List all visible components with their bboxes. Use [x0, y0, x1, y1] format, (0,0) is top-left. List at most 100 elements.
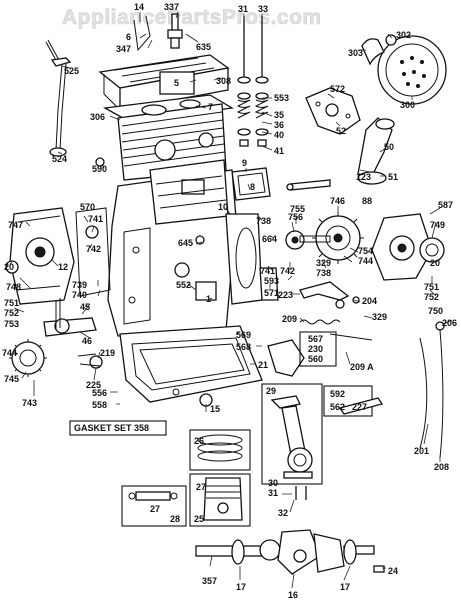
callout-755: 755	[290, 204, 305, 214]
dipstick-tube	[45, 39, 72, 157]
callout-329-bottom: 329	[372, 312, 387, 322]
callout-20-right: 20	[430, 258, 440, 268]
callout-742-left: 742	[86, 244, 101, 254]
callout-751-left: 751	[4, 298, 19, 308]
callout-562: 562	[330, 402, 345, 412]
cylinder-block	[107, 159, 263, 337]
connecting-rod	[270, 395, 313, 479]
callout-302: 302	[396, 30, 411, 40]
callout-571: 571	[264, 288, 279, 298]
piston	[203, 477, 243, 521]
gasket-set-label: GASKET SET 358	[74, 423, 149, 433]
callout-738-bottom: 738	[316, 268, 331, 278]
callout-28: 28	[170, 514, 180, 524]
callout-27-pin: 27	[150, 504, 160, 514]
kit-box-567	[299, 331, 337, 367]
callout-635: 635	[196, 42, 211, 52]
cam-gear-assy	[9, 298, 97, 377]
callout-230: 230	[308, 344, 323, 354]
callout-749: 749	[430, 220, 445, 230]
gear-756	[285, 230, 331, 250]
side-cover	[5, 207, 75, 305]
throttle-cable	[419, 321, 445, 459]
callout-21: 21	[258, 360, 268, 370]
valve-springs	[236, 92, 269, 147]
wrist-pin	[128, 491, 178, 501]
callout-30: 30	[268, 478, 278, 488]
callout-558: 558	[92, 400, 107, 410]
callout-209a: 209 A	[350, 362, 374, 372]
watermark: AppliancePartsPros.com	[62, 6, 322, 29]
spring-209	[299, 319, 341, 325]
callout-744-left: 744	[2, 348, 17, 358]
callout-51: 51	[388, 172, 398, 182]
callout-572: 572	[330, 84, 345, 94]
callout-50: 50	[384, 142, 394, 152]
callout-27-piston: 27	[196, 482, 206, 492]
callout-204: 204	[362, 296, 377, 306]
callout-569: 569	[236, 330, 251, 340]
choke-link	[338, 397, 384, 415]
callout-306: 306	[90, 112, 105, 122]
intake-plate	[305, 87, 361, 135]
callout-10: 10	[218, 202, 228, 212]
callout-17-left: 17	[236, 582, 246, 592]
callout-8: 8	[250, 182, 255, 192]
callout-24: 24	[388, 566, 398, 576]
callout-748: 748	[6, 282, 21, 292]
callout-26: 26	[194, 436, 204, 446]
callout-738: 738	[256, 216, 271, 226]
piston-rings-box	[189, 429, 251, 471]
spark-plug	[167, 13, 183, 49]
callout-209: 209	[282, 314, 297, 324]
callout-347: 347	[116, 44, 131, 54]
callout-15: 15	[210, 404, 220, 414]
callout-40: 40	[274, 130, 284, 140]
leader-lines	[9, 11, 453, 589]
callout-5: 5	[174, 78, 179, 88]
callout-570: 570	[80, 202, 95, 212]
callout-752-left: 752	[4, 308, 19, 318]
callout-745: 745	[4, 374, 19, 384]
rod-bolts	[295, 486, 307, 500]
callout-752-right: 752	[424, 292, 439, 302]
callout-524: 524	[52, 154, 67, 164]
callout-52: 52	[336, 126, 346, 136]
callout-739: 739	[72, 280, 87, 290]
callout-227: 227	[352, 402, 367, 412]
crankshaft	[195, 529, 375, 575]
intake-elbow	[357, 117, 395, 185]
callout-88: 88	[362, 196, 372, 206]
callout-1: 1	[206, 294, 211, 304]
callout-208: 208	[434, 462, 449, 472]
callout-300: 300	[400, 100, 415, 110]
callout-741-mid: 741	[260, 266, 275, 276]
wrist-pin-box	[121, 485, 187, 527]
callout-41: 41	[274, 146, 284, 156]
crank-key	[373, 565, 385, 573]
callout-756: 756	[288, 212, 303, 222]
callout-219: 219	[100, 348, 115, 358]
governor-lever	[299, 281, 360, 309]
callout-552: 552	[176, 280, 191, 290]
callout-29: 29	[266, 386, 276, 396]
callout-308: 308	[216, 76, 231, 86]
callout-553: 553	[274, 93, 289, 103]
callout-664: 664	[262, 234, 277, 244]
pto-housing	[371, 213, 433, 281]
callout-740: 740	[72, 290, 87, 300]
callout-33: 33	[258, 4, 268, 14]
callout-645: 645	[178, 238, 193, 248]
callout-747: 747	[8, 220, 23, 230]
callout-201: 201	[414, 446, 429, 456]
callout-751-right: 751	[424, 282, 439, 292]
callout-568: 568	[236, 342, 251, 352]
callout-12: 12	[58, 262, 68, 272]
callout-25: 25	[194, 514, 204, 524]
callout-744-right: 744	[358, 256, 373, 266]
callout-17-right: 17	[340, 582, 350, 592]
link-209a	[329, 333, 373, 341]
callout-753: 753	[4, 319, 19, 329]
callout-7: 7	[208, 102, 213, 112]
